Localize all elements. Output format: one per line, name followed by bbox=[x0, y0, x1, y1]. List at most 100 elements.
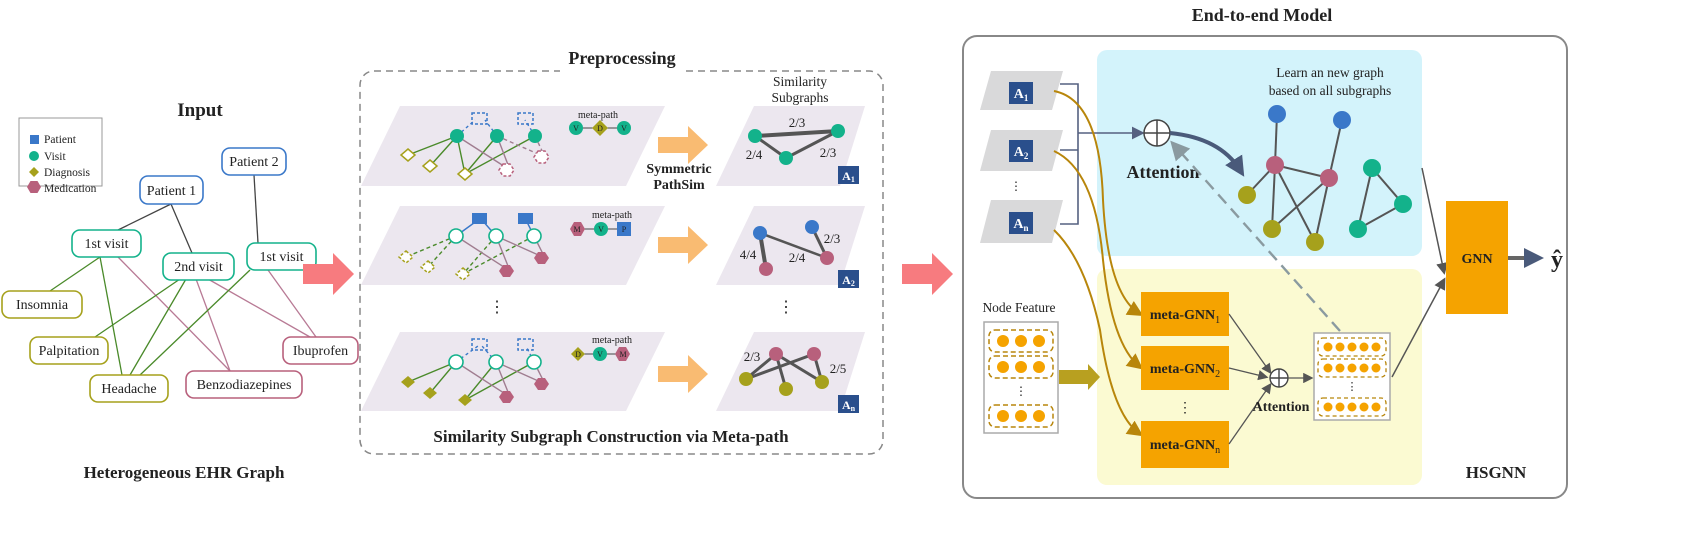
model-title: End-to-end Model bbox=[1192, 5, 1333, 25]
input-section: Input Patient Visit Diagnosis Medication bbox=[1, 100, 359, 482]
metapath-row-1: meta-path V D V bbox=[361, 106, 665, 186]
svg-text:meta-GNN1: meta-GNN1 bbox=[1150, 308, 1220, 326]
preprocessing-section: Preprocessing Similarity Subgraphs bbox=[359, 48, 884, 455]
orange-arrow-icon bbox=[658, 355, 708, 393]
meta-gnn-1: meta-GNN1 bbox=[1141, 292, 1229, 336]
svg-text:M: M bbox=[619, 350, 626, 359]
ehr-node-visit-1: 1st visit bbox=[71, 229, 142, 258]
svg-text:Patient 1: Patient 1 bbox=[147, 184, 196, 199]
adjacency-badge bbox=[838, 270, 859, 288]
svg-text:2/3: 2/3 bbox=[744, 349, 761, 364]
ehr-node-headache: Headache bbox=[89, 374, 169, 403]
adjacency-matrix-an: An bbox=[980, 200, 1063, 243]
legend-patient: Patient bbox=[44, 134, 77, 146]
adjacency-badge bbox=[838, 166, 859, 184]
ehr-node-ibuprofen: Ibuprofen bbox=[282, 336, 359, 365]
svg-text:meta-GNN2: meta-GNN2 bbox=[1150, 362, 1220, 380]
patient-legend-icon bbox=[30, 135, 39, 144]
svg-text:meta-path: meta-path bbox=[578, 110, 618, 121]
svg-text:1st visit: 1st visit bbox=[260, 250, 304, 265]
svg-text:Benzodiazepines: Benzodiazepines bbox=[197, 378, 292, 393]
adjacency-matrix-a1: A1 bbox=[980, 71, 1063, 110]
svg-text:2/4: 2/4 bbox=[789, 250, 806, 265]
learn-graph-line1: Learn an new graph bbox=[1276, 65, 1384, 80]
diagnosis-legend-icon bbox=[29, 167, 39, 177]
attention-label-bottom: Attention bbox=[1253, 400, 1310, 415]
pathsim-label-line1: Symmetric bbox=[646, 162, 711, 177]
ellipsis: ⋮ bbox=[1178, 401, 1192, 416]
svg-text:4/4: 4/4 bbox=[740, 247, 757, 262]
ehr-edges bbox=[49, 174, 317, 376]
attention-aggregator-top bbox=[1143, 119, 1171, 147]
svg-text:V: V bbox=[598, 225, 604, 234]
attention-aggregator-bottom bbox=[1269, 368, 1289, 388]
input-title: Input bbox=[177, 100, 223, 121]
svg-text:Palpitation: Palpitation bbox=[39, 344, 100, 359]
preprocessing-title: Preprocessing bbox=[568, 48, 675, 68]
gnn-block: GNN bbox=[1446, 201, 1508, 314]
legend-medication: Medication bbox=[44, 183, 97, 195]
svg-text:GNN: GNN bbox=[1461, 252, 1492, 267]
adjacency-matrix-a2: A2 bbox=[980, 130, 1063, 171]
svg-text:meta-GNNn: meta-GNNn bbox=[1150, 438, 1220, 456]
svg-text:2/5: 2/5 bbox=[830, 361, 847, 376]
ehr-node-visit-2: 2nd visit bbox=[162, 252, 235, 281]
svg-text:D: D bbox=[597, 124, 603, 133]
svg-text:2nd visit: 2nd visit bbox=[174, 260, 223, 275]
metapath-row-2: meta-path M V P bbox=[361, 206, 665, 285]
graph-learning-panel bbox=[1097, 50, 1422, 256]
learned-graph bbox=[1238, 105, 1412, 251]
flow-arrow-icon bbox=[902, 253, 953, 295]
ehr-node-visit-3: 1st visit bbox=[246, 242, 317, 271]
svg-text:meta-path: meta-path bbox=[592, 210, 632, 221]
svg-text:1st visit: 1st visit bbox=[85, 237, 129, 252]
svg-text:M: M bbox=[573, 225, 580, 234]
node-feature-matrix: ⋮ bbox=[983, 321, 1059, 434]
input-caption: Heterogeneous EHR Graph bbox=[84, 463, 285, 482]
fused-embedding-matrix: ⋮ bbox=[1313, 332, 1391, 421]
svg-text:Insomnia: Insomnia bbox=[16, 298, 69, 313]
meta-gnn-2: meta-GNN2 bbox=[1141, 346, 1229, 390]
model-section: End-to-end Model Learn an new graph base… bbox=[962, 5, 1568, 499]
metapath-row-3: meta-path D V M bbox=[361, 332, 665, 411]
model-name: HSGNN bbox=[1466, 463, 1527, 482]
legend: Patient Visit Diagnosis Medication bbox=[18, 117, 103, 195]
visit-legend-icon bbox=[29, 151, 39, 161]
svg-text:V: V bbox=[621, 124, 627, 133]
svg-text:2/3: 2/3 bbox=[820, 145, 837, 160]
svg-text:2/3: 2/3 bbox=[824, 231, 841, 246]
pathsim-label-line2: PathSim bbox=[653, 178, 705, 193]
svg-text:2/4: 2/4 bbox=[746, 147, 763, 162]
ellipsis: ⋮ bbox=[778, 299, 794, 316]
learn-graph-line2: based on all subgraphs bbox=[1269, 83, 1392, 98]
attention-label-top: Attention bbox=[1127, 162, 1200, 182]
feature-arrow-icon bbox=[1059, 364, 1100, 390]
medication-legend-icon bbox=[27, 181, 41, 193]
svg-text:meta-path: meta-path bbox=[592, 335, 632, 346]
similarity-subgraph-n: 2/3 2/5 An bbox=[716, 332, 865, 413]
legend-visit: Visit bbox=[44, 151, 66, 163]
orange-arrow-icon bbox=[658, 226, 708, 264]
similarity-subgraph-2: 2/3 4/4 2/4 A2 bbox=[716, 206, 865, 288]
svg-text:Headache: Headache bbox=[101, 382, 156, 397]
svg-text:⋮: ⋮ bbox=[1015, 384, 1027, 398]
ellipsis: ⋮ bbox=[1010, 179, 1022, 193]
ehr-node-insomnia: Insomnia bbox=[1, 290, 83, 319]
flow-arrow-icon bbox=[303, 253, 354, 295]
svg-text:P: P bbox=[622, 225, 627, 234]
svg-text:V: V bbox=[597, 350, 603, 359]
svg-text:Ibuprofen: Ibuprofen bbox=[293, 344, 348, 359]
svg-text:2/3: 2/3 bbox=[789, 115, 806, 130]
svg-text:V: V bbox=[573, 124, 579, 133]
svg-text:⋮: ⋮ bbox=[1347, 381, 1358, 393]
preprocessing-caption: Similarity Subgraph Construction via Met… bbox=[433, 427, 789, 446]
ehr-node-patient-1: Patient 1 bbox=[139, 175, 204, 205]
node-feature-label: Node Feature bbox=[982, 300, 1055, 315]
similarity-title-line1: Similarity bbox=[773, 74, 827, 89]
similarity-subgraph-1: 2/3 2/4 2/3 A1 bbox=[716, 106, 865, 186]
ehr-node-palpitation: Palpitation bbox=[29, 336, 109, 365]
meta-gnn-n: meta-GNNn bbox=[1141, 421, 1229, 468]
legend-diagnosis: Diagnosis bbox=[44, 167, 91, 179]
ellipsis: ⋮ bbox=[489, 299, 505, 316]
